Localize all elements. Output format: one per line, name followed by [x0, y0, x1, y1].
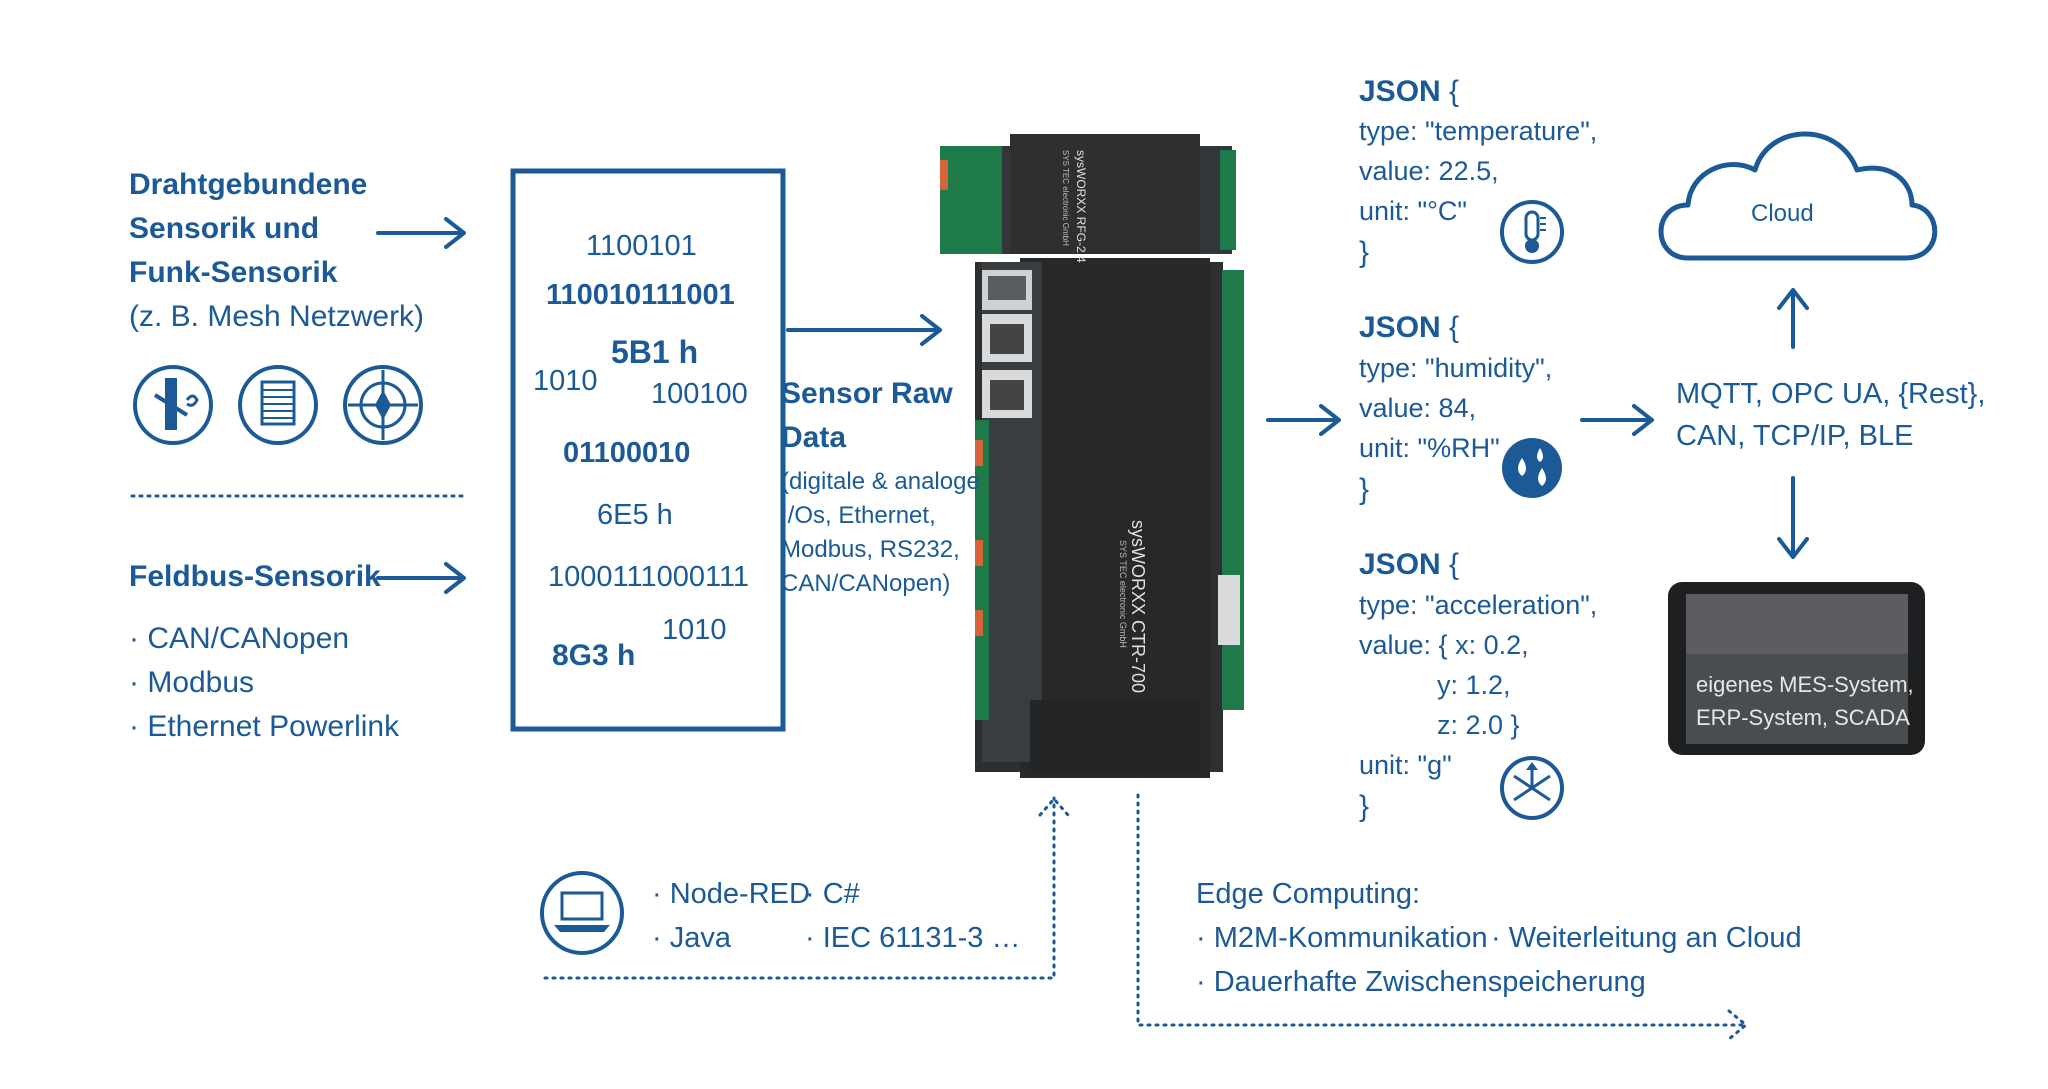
fieldbus-item: · CAN/CANopen	[129, 622, 350, 655]
json-temperature-header: JSON {	[1359, 75, 1460, 108]
raw-value: 1100101	[586, 230, 697, 262]
arrow-box-to-device	[786, 314, 942, 346]
laptop-icon	[540, 871, 624, 955]
wired-subtitle: (z. B. Mesh Netzwerk)	[129, 300, 425, 333]
sensor-raw-desc: Modbus, RS232,	[781, 536, 960, 563]
raw-value: 1010	[662, 614, 727, 646]
json-line: value: 22.5,	[1359, 156, 1499, 186]
tablet-text-line-2: ERP-System, SCADA	[1696, 705, 1910, 730]
raw-value: 8G3 h	[552, 639, 636, 672]
programming-item: · C#	[805, 878, 860, 910]
raw-value: 110010111001	[546, 279, 735, 311]
json-humidity-header: JSON {	[1359, 311, 1460, 344]
arrow-json-to-protocols	[1580, 404, 1654, 436]
tablet-device	[1668, 582, 1925, 755]
json-line: type: "acceleration",	[1359, 590, 1598, 620]
sensor-raw-desc: CAN/CANopen)	[781, 570, 951, 597]
raw-value: 100100	[651, 378, 748, 410]
device-top-sublabel: SYS TEC electronic GmbH	[1061, 150, 1070, 246]
json-line: value: { x: 0.2,	[1359, 630, 1529, 660]
sensor-probe-icon	[133, 365, 213, 445]
arrow-protocols-to-cloud	[1777, 288, 1809, 349]
protocols-line-2: CAN, TCP/IP, BLE	[1676, 420, 1914, 452]
arrow-device-to-json	[1266, 404, 1341, 436]
edge-item: · M2M-Kommunikation	[1196, 922, 1488, 954]
radio-module-icon	[238, 365, 318, 445]
tablet-text-line-1: eigenes MES-System,	[1696, 672, 1914, 697]
thermometer-icon	[1500, 200, 1564, 264]
raw-value: 01100010	[563, 437, 691, 469]
programming-item: · IEC 61131-3 …	[805, 922, 1021, 954]
edge-item: · Dauerhafte Zwischenspeicherung	[1196, 966, 1646, 998]
cloud-label: Cloud	[1751, 200, 1814, 227]
json-line: unit: "°C"	[1359, 196, 1467, 226]
edge-item: · Weiterleitung an Cloud	[1491, 922, 1802, 954]
json-close-brace: }	[1359, 790, 1370, 823]
sensor-raw-desc: I/Os, Ethernet,	[781, 502, 936, 529]
arrow-programming-to-device	[543, 796, 1056, 980]
sensor-raw-title-line-2: Data	[781, 421, 847, 454]
sensor-raw-desc: (digitale & analoge	[781, 468, 980, 495]
edge-title: Edge Computing:	[1196, 878, 1421, 910]
crosshair-sensor-icon	[343, 365, 423, 445]
protocols-line-1: MQTT, OPC UA, {Rest},	[1676, 378, 1986, 410]
cloud-icon	[1658, 131, 1938, 261]
device-main-sublabel: SYS TEC electronic GmbH	[1118, 540, 1128, 648]
arrow-device-to-edge	[1136, 793, 1747, 1027]
fieldbus-title: Feldbus-Sensorik	[129, 560, 381, 593]
programming-item: · Node-RED	[652, 878, 810, 910]
json-line: unit: "%RH"	[1359, 433, 1500, 463]
arrow-fieldbus-to-box	[376, 562, 466, 594]
water-drops-icon	[1502, 438, 1562, 498]
device-top-label: sysWORXX RFG-2.4	[1074, 150, 1088, 263]
json-line: z: 2.0 }	[1437, 710, 1520, 740]
sensor-raw-title-line-1: Sensor Raw	[781, 377, 953, 410]
acceleration-arrows-icon	[1500, 756, 1564, 820]
raw-value: 5B1 h	[611, 334, 699, 370]
device-image	[940, 134, 1244, 778]
raw-value: 1000111000111	[548, 561, 750, 593]
wired-title-line-2: Sensorik und	[129, 212, 320, 245]
json-line: type: "temperature",	[1359, 116, 1598, 146]
programming-item: · Java	[652, 922, 731, 954]
fieldbus-item: · Ethernet Powerlink	[129, 710, 400, 743]
raw-value: 6E5 h	[597, 499, 673, 531]
json-line: type: "humidity",	[1359, 353, 1553, 383]
json-close-brace: }	[1359, 236, 1370, 269]
fieldbus-item: · Modbus	[129, 666, 255, 699]
wired-title-line-1: Drahtgebundene	[129, 168, 368, 201]
json-line: unit: "g"	[1359, 750, 1452, 780]
json-line: value: 84,	[1359, 393, 1477, 423]
raw-data-box	[510, 168, 786, 732]
arrow-wired-to-box	[376, 217, 466, 249]
json-line: y: 1.2,	[1437, 670, 1511, 700]
json-acceleration-header: JSON {	[1359, 548, 1460, 581]
device-main-label: sysWORXX CTR-700	[1128, 520, 1148, 694]
wired-title-line-3: Funk-Sensorik	[129, 256, 338, 289]
raw-value: 1010	[533, 365, 598, 397]
arrow-protocols-to-tablet	[1777, 476, 1809, 559]
json-close-brace: }	[1359, 473, 1370, 506]
